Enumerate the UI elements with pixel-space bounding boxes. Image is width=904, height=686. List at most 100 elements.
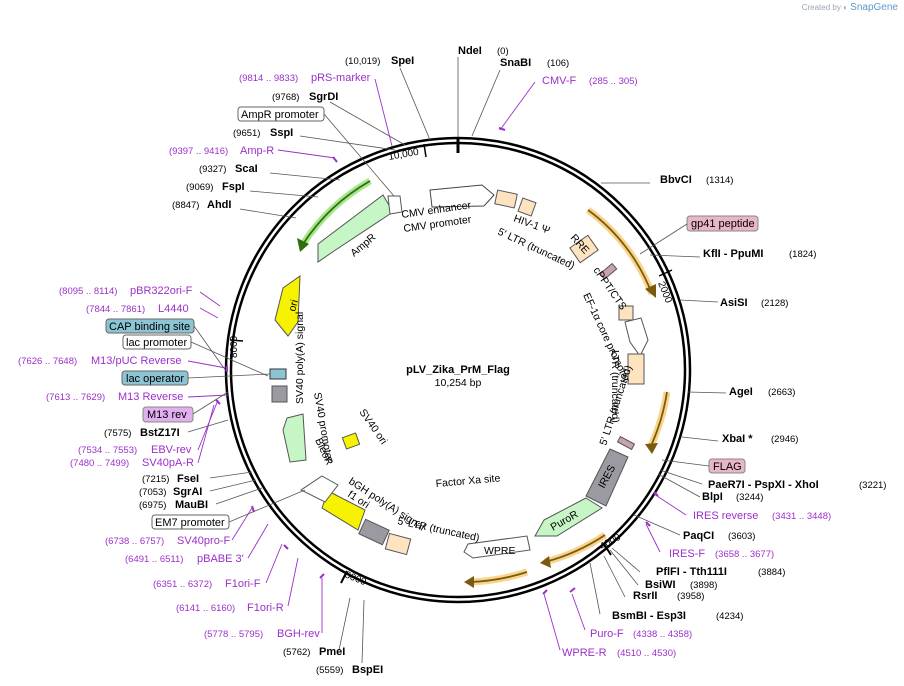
svg-text:M13/pUC Reverse: M13/pUC Reverse [91, 355, 181, 367]
primer-ires-reverse: IRES reverse(3431 .. 3448) [693, 510, 831, 522]
svg-text:(285 .. 305): (285 .. 305) [589, 76, 638, 87]
enzyme-snabi: SnaBI (106) [500, 57, 569, 69]
svg-text:BspEI: BspEI [352, 664, 383, 676]
enzyme-agei: AgeI(2663) [729, 386, 795, 398]
snapgene-logo-icon: ◐ [843, 3, 848, 12]
primer-pbabe3: (6491 .. 6511) pBABE 3' [125, 553, 244, 565]
label-ori: ori [286, 298, 301, 312]
enzyme-bbvci: BbvCI (1314) [660, 174, 733, 186]
svg-text:SV40pro-F: SV40pro-F [177, 535, 230, 547]
lac-promoter-label: lac promoter [122, 334, 269, 377]
ltr-5-box [517, 197, 537, 217]
svg-text:BGH-rev: BGH-rev [277, 628, 320, 640]
plasmid-size: 10,254 bp [435, 377, 482, 389]
svg-text:(3431 .. 3448): (3431 .. 3448) [772, 511, 831, 522]
primer-leaders [187, 78, 687, 651]
svg-text:M13 rev: M13 rev [147, 409, 187, 421]
svg-text:(9768): (9768) [272, 92, 299, 103]
svg-text:(3221): (3221) [859, 480, 886, 491]
svg-text:Puro-F: Puro-F [590, 628, 624, 640]
enzyme-sspi: (9651)SspI [233, 127, 293, 139]
enzyme-sgrdi: (9768) SgrDI [272, 91, 338, 103]
svg-text:(8095 .. 8114): (8095 .. 8114) [59, 286, 117, 297]
cppt-box [599, 262, 618, 280]
primer-m13-reverse: (7613 .. 7629)M13 Reverse [46, 391, 183, 403]
svg-text:SgrDI: SgrDI [309, 91, 338, 103]
svg-text:(6351 .. 6372): (6351 .. 6372) [153, 579, 212, 590]
svg-text:CMV-F: CMV-F [542, 75, 577, 87]
enzyme-fsei: (7215)FseI [142, 473, 199, 485]
enzyme-leaders [187, 57, 727, 664]
svg-text:(7534 .. 7553): (7534 .. 7553) [78, 445, 137, 456]
tick-2000-mark [658, 269, 673, 277]
svg-text:(6975): (6975) [139, 500, 166, 511]
svg-text:BbvCI: BbvCI [660, 174, 692, 186]
svg-text:FLAG: FLAG [713, 461, 742, 473]
svg-text:MauBI: MauBI [175, 499, 208, 511]
svg-text:pBABE 3': pBABE 3' [197, 553, 244, 565]
enzyme-pmei: (5762) PmeI [283, 646, 345, 658]
svg-text:(2128): (2128) [761, 298, 788, 309]
orf-arc-ampr [297, 177, 372, 252]
svg-text:(9397 .. 9416): (9397 .. 9416) [169, 146, 228, 157]
svg-text:PaqCI: PaqCI [683, 530, 714, 542]
cmv-enhancer-arrow [429, 184, 495, 208]
primer-pbr322ori-f: (8095 .. 8114)pBR322ori-F [59, 285, 193, 297]
svg-text:(6491 .. 6511): (6491 .. 6511) [125, 554, 183, 565]
enzyme-bspei: (5559) BspEI [316, 664, 383, 676]
svg-text:pRS-marker: pRS-marker [311, 72, 371, 84]
enzyme-scai: (9327)ScaI [199, 163, 258, 175]
primer-f1ori-f: (6351 .. 6372) F1ori-F [153, 578, 261, 590]
primer-bgh-rev: (5778 .. 5795) BGH-rev [204, 628, 320, 640]
tick-2000: 2000 [655, 280, 674, 305]
svg-text:lac operator: lac operator [126, 373, 184, 385]
svg-text:(5762): (5762) [283, 647, 310, 658]
em7-arrow [300, 475, 339, 503]
rre-box [569, 234, 599, 264]
sv40-ori-box [341, 432, 361, 450]
svg-text:(5778 .. 5795): (5778 .. 5795) [204, 629, 263, 640]
svg-text:(5559): (5559) [316, 665, 343, 676]
tick-10000-mark [423, 143, 427, 158]
ires-arrow [585, 448, 629, 507]
ltr-3-box [627, 353, 645, 385]
bleor-arrow [282, 413, 307, 463]
svg-text:SpeI: SpeI [391, 55, 414, 67]
enzyme-paqci: PaqCI(3603) [683, 530, 755, 542]
svg-text:WPRE-R: WPRE-R [562, 647, 607, 659]
primer-prs-marker: (9814 .. 9833)pRS-marker [239, 72, 371, 84]
svg-text:(7575): (7575) [104, 428, 131, 439]
svg-text:lac promoter: lac promoter [126, 337, 187, 349]
svg-text:F1ori-F: F1ori-F [225, 578, 261, 590]
label-sv40-ori: SV40 ori [357, 407, 390, 447]
svg-text:(3884): (3884) [758, 567, 785, 578]
primer-puro-f: Puro-F(4338 .. 4358) [590, 628, 692, 640]
brand-name: SnapGene [850, 2, 898, 13]
enzyme-ndei: NdeI(0) [458, 45, 509, 57]
primer-wpre-r: WPRE-R(4510 .. 4530) [562, 647, 676, 659]
plasmid-name: pLV_Zika_PrM_Flag [406, 364, 510, 376]
svg-text:Amp-R: Amp-R [240, 145, 274, 157]
svg-text:(1314): (1314) [706, 175, 733, 186]
primer-cmv-f: CMV-F (285 .. 305) [542, 75, 638, 87]
svg-text:(7844 .. 7861): (7844 .. 7861) [86, 304, 145, 315]
enzyme-ahdi: (8847)AhdI [172, 199, 231, 211]
svg-text:PmeI: PmeI [319, 646, 345, 658]
flag-label: FLAG [661, 458, 746, 474]
tick-6000: 6000 [343, 570, 368, 589]
svg-text:(2663): (2663) [768, 387, 795, 398]
svg-text:SnaBI: SnaBI [500, 57, 531, 69]
enzyme-blpi: BlpI(3244) [702, 491, 763, 503]
svg-text:FspI: FspI [222, 181, 245, 193]
svg-text:(106): (106) [547, 58, 569, 69]
gp41-peptide-label: gp41 peptide [639, 215, 759, 255]
svg-text:(3658 .. 3677): (3658 .. 3677) [715, 549, 774, 560]
tick-8000-mark [229, 339, 244, 342]
svg-text:(9651): (9651) [233, 128, 260, 139]
enzyme-kfli: KflI - PpuMI(1824) [703, 248, 816, 260]
primer-amp-r: (9397 .. 9416) Amp-R [169, 145, 274, 157]
cppt-marker [616, 435, 636, 451]
svg-text:PaeR7I - PspXI - XhoI: PaeR7I - PspXI - XhoI [708, 479, 819, 491]
enzyme-bstz17i: (7575)BstZ17I [104, 427, 180, 439]
